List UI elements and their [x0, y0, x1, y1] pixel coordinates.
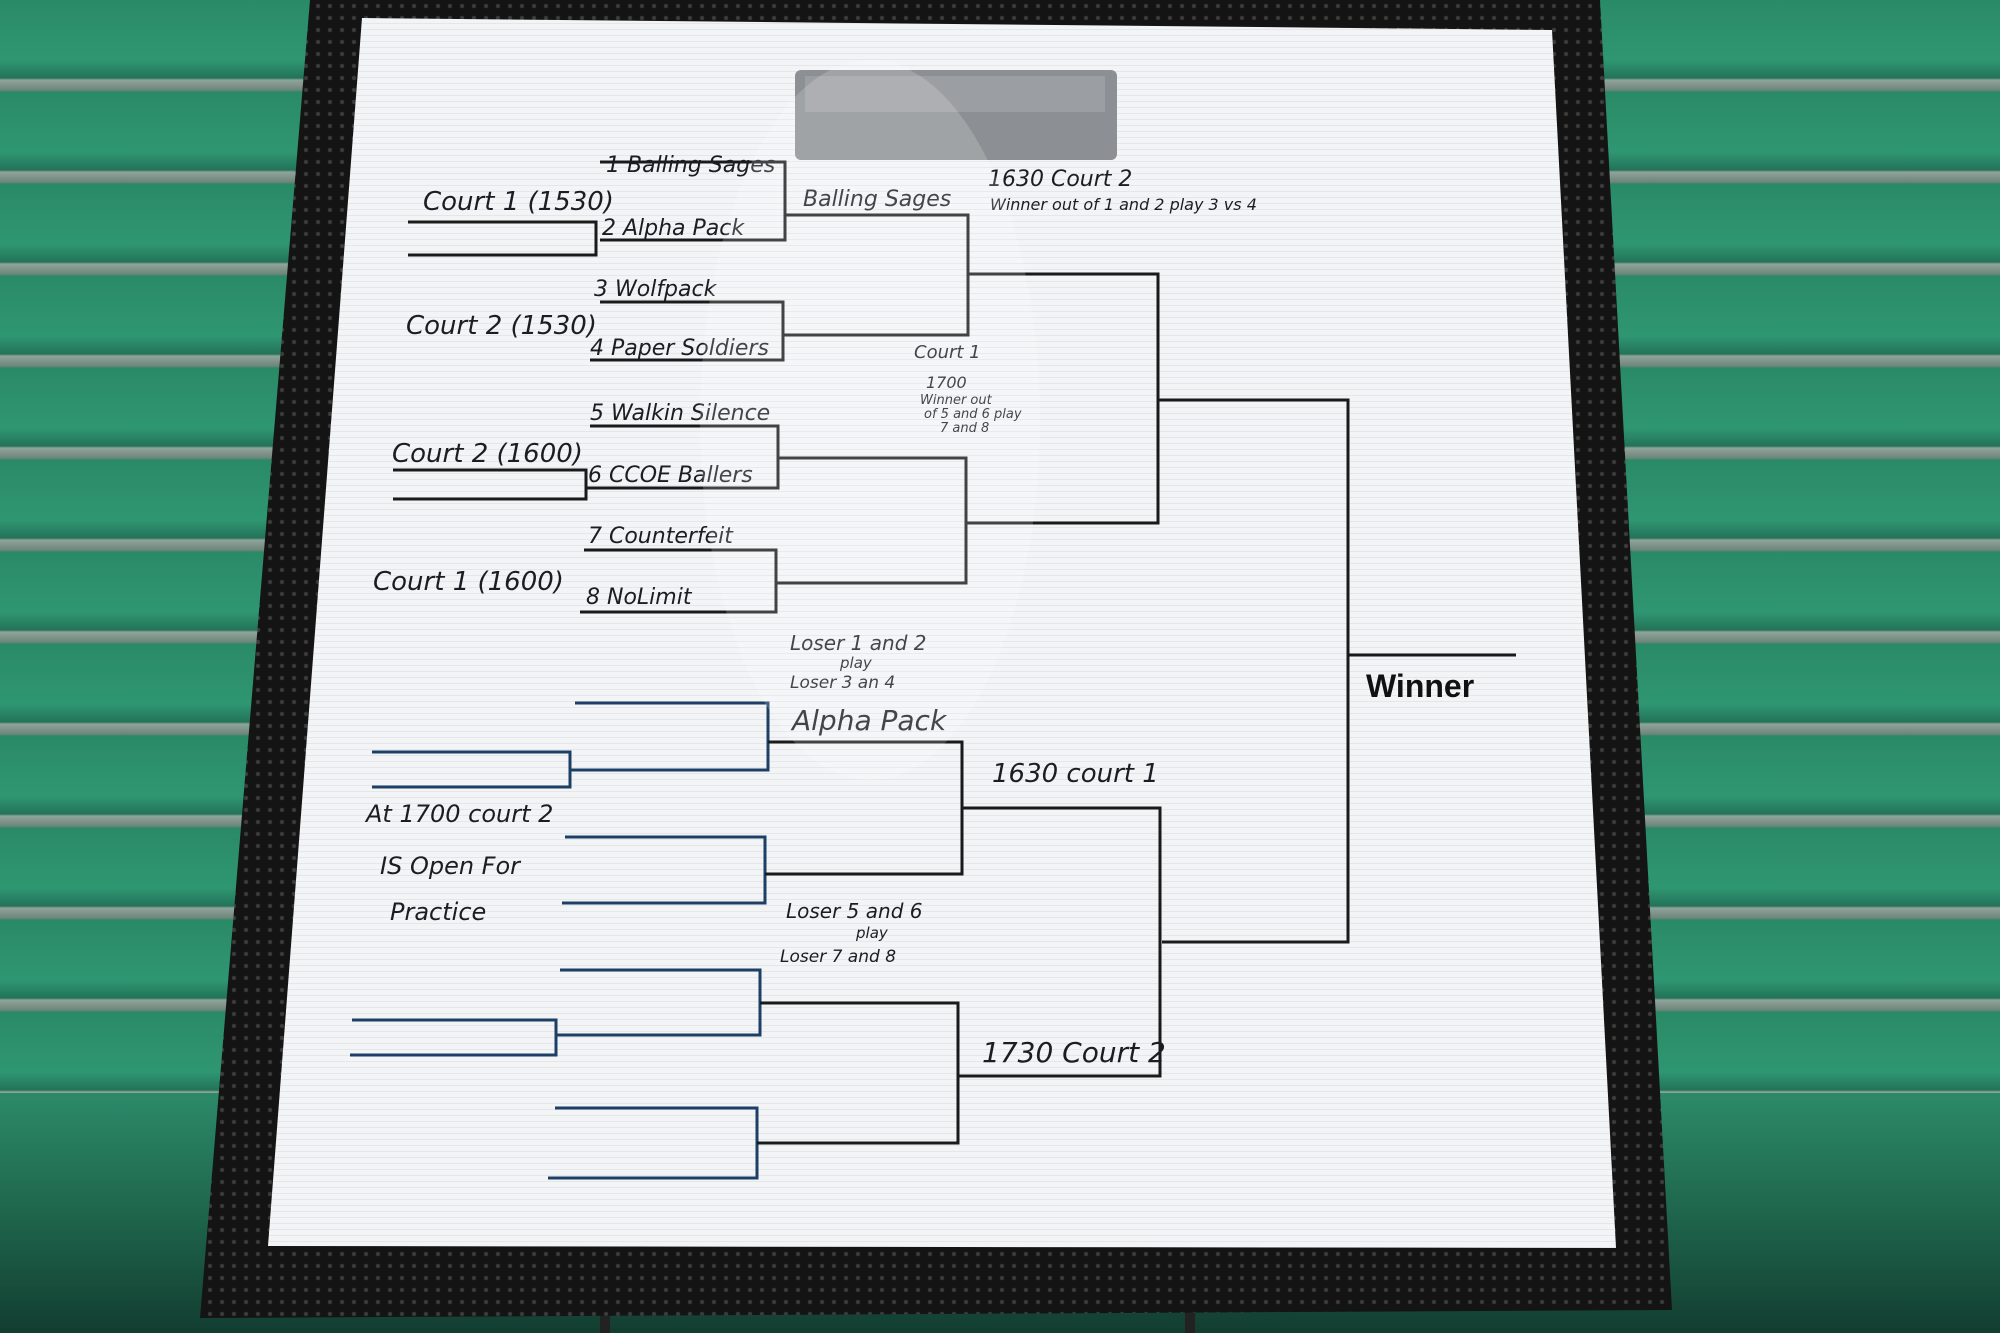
round2-winner: Balling Sages — [803, 187, 951, 212]
note-7-8: 7 and 8 — [940, 421, 989, 436]
note-of-5-6: of 5 and 6 play — [924, 407, 1022, 422]
loser-note-a-2: play — [839, 654, 873, 672]
practice-note-2: IS Open For — [380, 852, 522, 880]
winner-label: Winner — [1366, 668, 1474, 704]
court-note-2: Court 2 (1530) — [406, 311, 597, 341]
seed-1: 1 Balling Sages — [606, 153, 775, 178]
seed-3: 3 Wolfpack — [594, 277, 718, 302]
bottom-bracket-lines — [350, 701, 770, 1180]
seed-8: 8 NoLimit — [586, 585, 693, 610]
easel-leg-right — [1185, 1293, 1195, 1333]
note-1630-court1: 1630 court 1 — [992, 759, 1159, 789]
court-note-3: Court 2 (1600) — [392, 439, 583, 469]
note-1630-sub: Winner out of 1 and 2 play 3 vs 4 — [990, 195, 1257, 214]
top-bracket-lines — [393, 160, 1516, 944]
note-court1: Court 1 — [914, 342, 981, 363]
court-note-1: Court 1 (1530) — [423, 187, 614, 217]
loser-note-a-1: Loser 1 and 2 — [790, 631, 926, 655]
court-note-4: Court 1 (1600) — [373, 567, 564, 597]
loser-note-a-3: Loser 3 an 4 — [790, 673, 895, 693]
loser-note-b-2: play — [855, 924, 889, 942]
seed-4: 4 Paper Soldiers — [590, 336, 769, 361]
loser-note-b-1: Loser 5 and 6 — [786, 899, 922, 923]
light-glare — [700, 60, 1040, 780]
loser-note-b-3: Loser 7 and 8 — [780, 947, 896, 967]
practice-note-3: Practice — [390, 898, 486, 926]
note-1630-court2: 1630 Court 2 — [988, 167, 1132, 192]
note-1730-court2: 1730 Court 2 — [982, 1036, 1166, 1069]
seed-6: 6 CCOE Ballers — [588, 463, 753, 488]
practice-note-1: At 1700 court 2 — [364, 800, 553, 828]
seed-5: 5 Walkin Silence — [590, 401, 770, 426]
loser-winner-a: Alpha Pack — [790, 704, 948, 737]
note-1700: 1700 — [926, 373, 967, 392]
note-winner-out: Winner out — [920, 393, 993, 408]
seed-7: 7 Counterfeit — [588, 524, 734, 549]
seed-2: 2 Alpha Pack — [602, 216, 745, 241]
bottom-bracket-lines-black — [757, 740, 1162, 1145]
